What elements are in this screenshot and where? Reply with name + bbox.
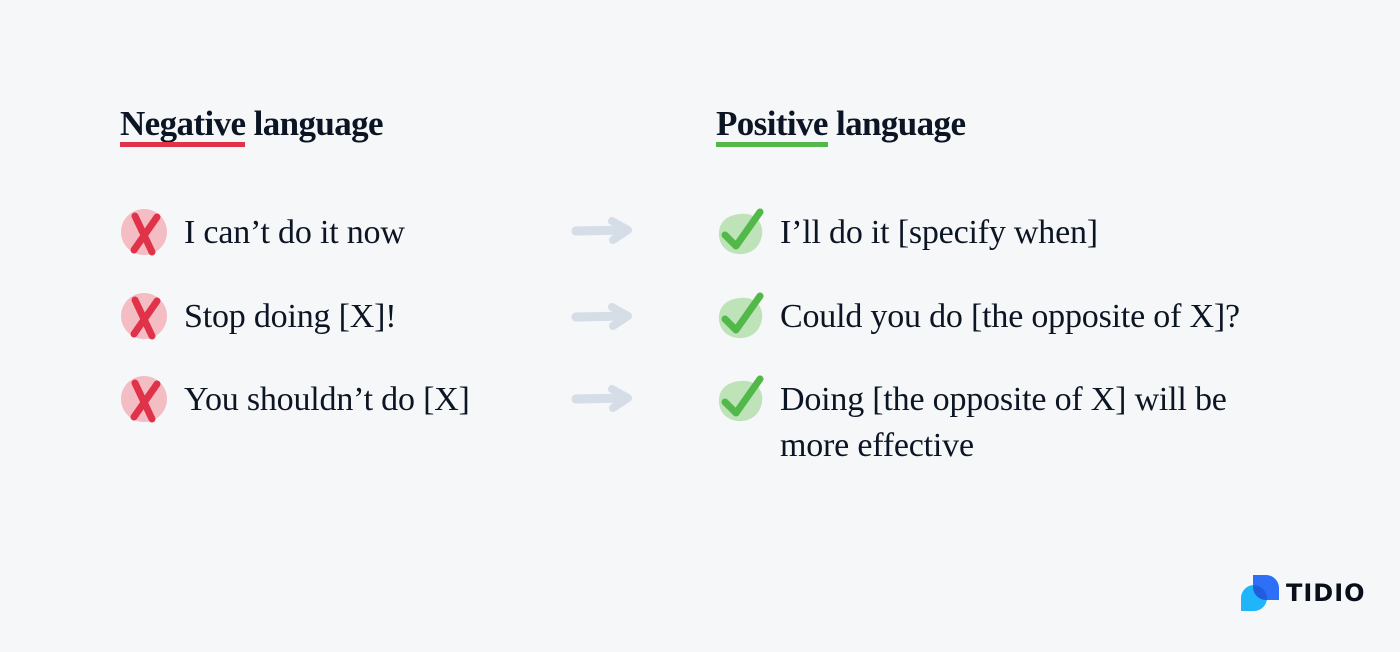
- negative-item: Stop doing [X]!: [120, 292, 397, 342]
- tidio-brand: TIDIO: [1240, 574, 1366, 612]
- brand-name: TIDIO: [1286, 579, 1366, 607]
- negative-header-highlight: Negative: [120, 104, 246, 147]
- arrow-right-icon: [571, 385, 632, 412]
- check-mark-icon: [716, 292, 766, 342]
- negative-language-header: Negative language: [120, 104, 384, 147]
- x-mark-icon: [120, 208, 170, 258]
- positive-item: Doing [the opposite of X] will be more e…: [716, 375, 1280, 469]
- x-mark-icon: [120, 292, 170, 342]
- check-mark-icon: [716, 208, 766, 258]
- arrow-right-icon: [571, 303, 632, 330]
- negative-header-rest: language: [245, 104, 384, 143]
- negative-item: You shouldn’t do [X]: [120, 375, 470, 425]
- x-mark-icon: [120, 375, 170, 425]
- arrow-right-icon: [571, 217, 632, 244]
- negative-item: I can’t do it now: [120, 208, 405, 258]
- positive-item: I’ll do it [specify when]: [716, 208, 1098, 258]
- tidio-logo-icon: [1241, 575, 1279, 611]
- positive-header-highlight: Positive: [716, 104, 828, 147]
- positive-language-header: Positive language: [716, 104, 966, 147]
- positive-item: Could you do [the opposite of X]?: [716, 292, 1240, 342]
- positive-header-rest: language: [827, 104, 966, 143]
- negative-item-text: Stop doing [X]!: [184, 298, 397, 335]
- positive-item-text: I’ll do it [specify when]: [780, 214, 1098, 251]
- positive-item-text: Doing [the opposite of X] will be more e…: [780, 381, 1227, 464]
- positive-item-text: Could you do [the opposite of X]?: [780, 298, 1240, 335]
- negative-item-text: You shouldn’t do [X]: [184, 381, 470, 418]
- negative-item-text: I can’t do it now: [184, 214, 405, 251]
- check-mark-icon: [716, 375, 766, 425]
